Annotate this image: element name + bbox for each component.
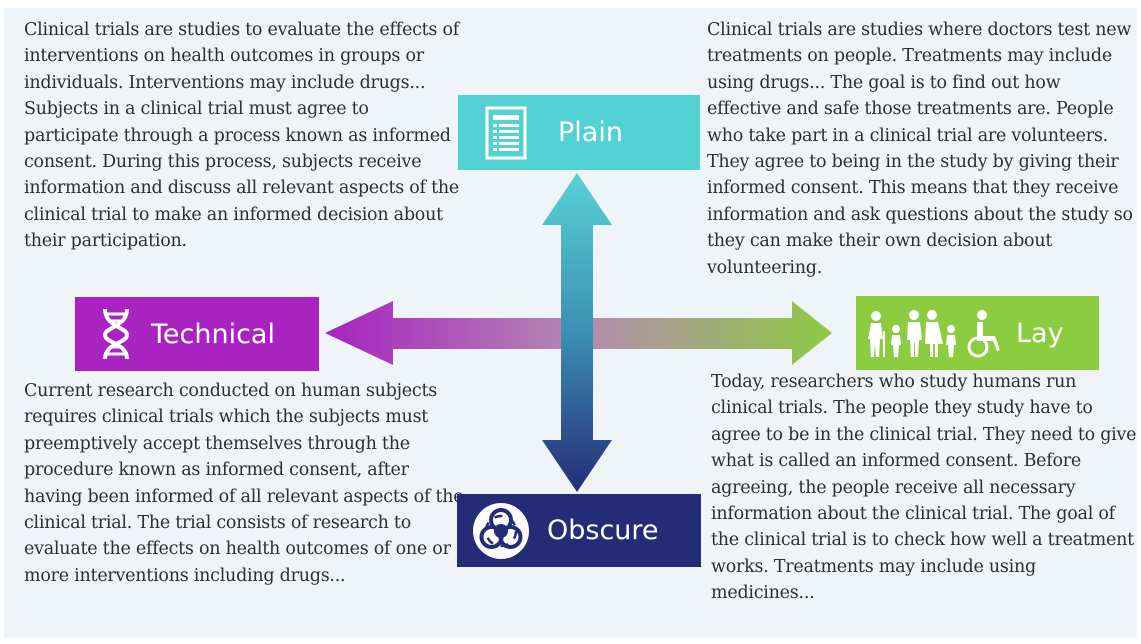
lay-label: Lay xyxy=(1016,317,1064,349)
obscure-box: Obscure xyxy=(457,494,701,567)
paragraph-plain-technical: Clinical trials are studies to evaluate … xyxy=(24,20,460,252)
vertical-double-arrow xyxy=(542,173,612,492)
paragraph-obscure-technical: Current research conducted on human subj… xyxy=(24,381,464,586)
plain-label: Plain xyxy=(558,117,623,148)
paragraph-obscure-lay: Today, researchers who study humans run … xyxy=(711,372,1137,604)
plain-box: Plain xyxy=(458,95,700,170)
lay-box: Lay xyxy=(856,296,1099,370)
biohazard-icon xyxy=(473,502,529,559)
technical-label: Technical xyxy=(151,318,275,350)
family-icon xyxy=(868,310,1000,358)
document-icon xyxy=(485,106,527,159)
dna-icon xyxy=(102,308,130,360)
obscure-label: Obscure xyxy=(547,515,659,546)
paragraph-plain-lay: Clinical trials are studies where doctor… xyxy=(707,20,1133,278)
technical-box: Technical xyxy=(75,297,319,371)
